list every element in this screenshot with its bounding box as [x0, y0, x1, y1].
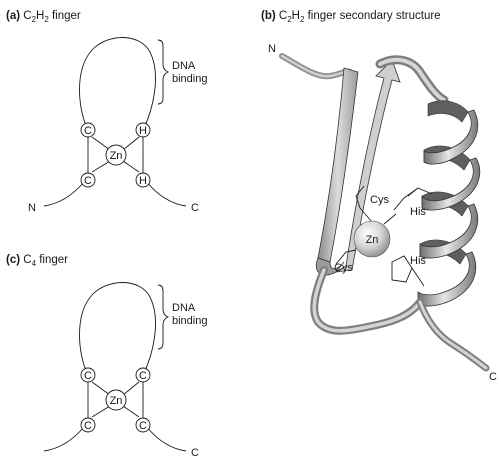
panel-c-c4-finger: (c) C4 finger DNA binding C C C C Zn C	[6, 254, 207, 459]
panel-c-title: (c) C4 finger	[6, 254, 68, 268]
panel-c-cys-2: C	[139, 370, 147, 382]
panel-b-zinc-label: Zn	[366, 234, 379, 246]
panel-a-zinc: Zn	[110, 150, 123, 162]
panel-a-dna-label-2: binding	[172, 73, 207, 85]
panel-c-dna-brace	[157, 284, 170, 350]
panel-b-alpha-helix	[417, 100, 481, 307]
panel-b-secondary-structure: (b) C2H2 finger secondary structure N	[261, 10, 497, 383]
panel-b-his-label-1: His	[410, 206, 426, 218]
panel-b-n-terminus: N	[268, 43, 276, 55]
panel-a-cys-top: C	[84, 125, 92, 137]
panel-c-loop	[79, 282, 156, 376]
panel-c-cys-3: C	[84, 420, 92, 432]
panel-a-c-terminus: C	[191, 202, 199, 214]
panel-c-cys-circle-2	[135, 367, 151, 383]
panel-a-cys-circle-bottom	[80, 172, 96, 188]
panel-c-cys-4: C	[139, 420, 147, 432]
panel-b-title: (b) C2H2 finger secondary structure	[261, 10, 441, 24]
panel-c-coordination-lines	[87, 375, 144, 423]
panel-c-cys-circle-4	[135, 417, 151, 433]
panel-b-his-sidechain-1	[383, 187, 433, 225]
panel-c-zinc: Zn	[110, 395, 123, 407]
panel-a-cys-circle-top	[80, 122, 96, 138]
panel-a-n-terminus: N	[28, 202, 36, 214]
panel-b-top-connector-highlight	[378, 57, 446, 102]
panel-a-title: (a) C2H2 finger	[6, 10, 81, 24]
panel-b-zinc-sphere	[353, 220, 391, 258]
panel-a-c2h2-finger: (a) C2H2 finger DNA binding C H C H Zn N…	[6, 10, 207, 214]
panel-a-dna-brace	[157, 39, 170, 105]
panel-a-his-circle-bottom	[135, 172, 151, 188]
panel-c-n-tail	[43, 426, 85, 452]
panel-a-loop	[79, 37, 156, 131]
panel-a-coordination-lines	[87, 130, 144, 178]
panel-c-cys-1: C	[84, 370, 92, 382]
panel-c-zinc-circle	[105, 389, 127, 411]
panel-a-zinc-circle	[105, 144, 127, 166]
panel-a-his-bottom: H	[139, 175, 147, 187]
panel-a-c-tail	[146, 181, 187, 207]
panel-b-cys-sidechain-2	[335, 249, 357, 265]
panel-a-dna-label-1: DNA	[172, 60, 196, 72]
panel-b-lower-coil-highlight	[312, 268, 422, 333]
panel-c-cys-circle-3	[80, 417, 96, 433]
panel-b-cys-sidechain-1	[355, 185, 373, 223]
panel-c-cys-circle-1	[80, 367, 96, 383]
panel-b-c-tail-highlight	[418, 300, 488, 370]
panel-b-cys-label-2: Cys	[334, 262, 353, 274]
panel-c-c-tail	[146, 426, 187, 452]
panel-c-dna-label-2: binding	[172, 315, 207, 327]
panel-b-his-label-2: His	[410, 255, 426, 267]
panel-a-his-circle-top	[135, 122, 151, 138]
panel-b-c-terminus: C	[489, 371, 497, 383]
panel-b-lower-coil	[310, 266, 424, 335]
panel-c-dna-label-1: DNA	[172, 302, 196, 314]
panel-a-his-top: H	[139, 125, 147, 137]
panel-a-cys-bottom: C	[84, 175, 92, 187]
panel-a-n-tail	[43, 181, 85, 207]
panel-b-c-tail	[416, 298, 490, 372]
panel-b-cys-label-1: Cys	[370, 194, 389, 206]
panel-c-c-terminus: C	[191, 447, 199, 459]
panel-b-his-sidechain-2-ring	[391, 255, 425, 287]
